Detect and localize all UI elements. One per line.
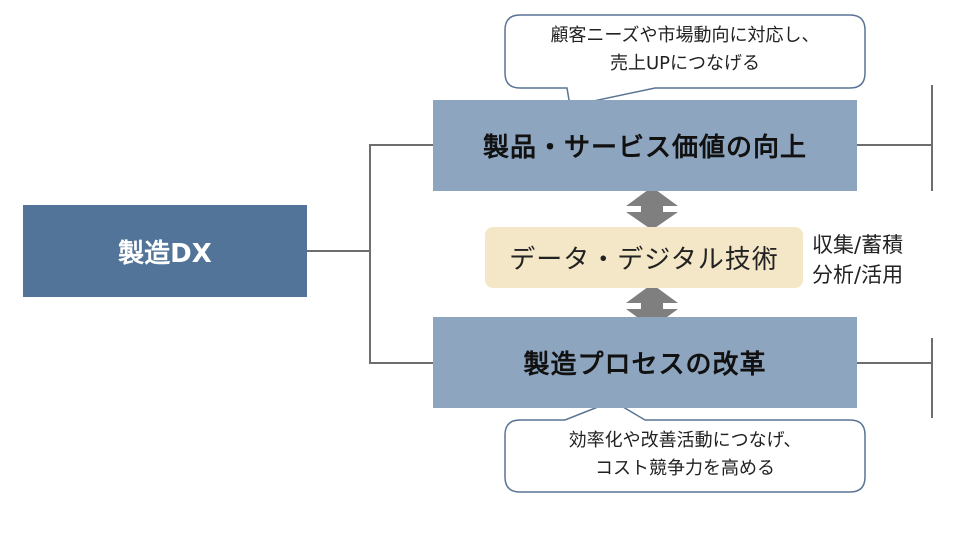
branch-node-label: 製造プロセスの改革 bbox=[523, 350, 767, 380]
bottom-callout-text: 効率化や改善活動につなげ、 コスト競争力を高める bbox=[505, 427, 865, 483]
callout-line: 効率化や改善活動につなげ、 bbox=[568, 430, 802, 451]
top-double-arrow-icon bbox=[626, 187, 678, 230]
side-label-analyze-use: 分析/活用 bbox=[812, 263, 904, 287]
callout-line: 顧客ニーズや市場動向に対応し、 bbox=[550, 25, 820, 46]
top-callout-bubble bbox=[504, 14, 866, 107]
core-node-label: データ・デジタル技術 bbox=[509, 245, 779, 275]
branch-connector bbox=[369, 144, 433, 364]
branch-node-product-service-value: 製品・サービス価値の向上 bbox=[433, 100, 857, 191]
root-node-label: 製造DX bbox=[118, 238, 212, 269]
branch-node-process-reform: 製造プロセスの改革 bbox=[433, 317, 857, 408]
core-node-data-digital-tech: データ・デジタル技術 bbox=[485, 227, 803, 288]
callout-line: 売上UPにつなげる bbox=[609, 53, 761, 74]
side-label-collect-store: 収集/蓄積 bbox=[812, 233, 904, 257]
bottom-callout-bubble bbox=[504, 400, 866, 493]
top-callout-text: 顧客ニーズや市場動向に対応し、 売上UPにつなげる bbox=[505, 22, 865, 78]
callout-line: コスト競争力を高める bbox=[595, 458, 775, 479]
root-node-manufacturing-dx: 製造DX bbox=[23, 205, 307, 297]
branch-node-label: 製品・サービス価値の向上 bbox=[482, 133, 807, 163]
